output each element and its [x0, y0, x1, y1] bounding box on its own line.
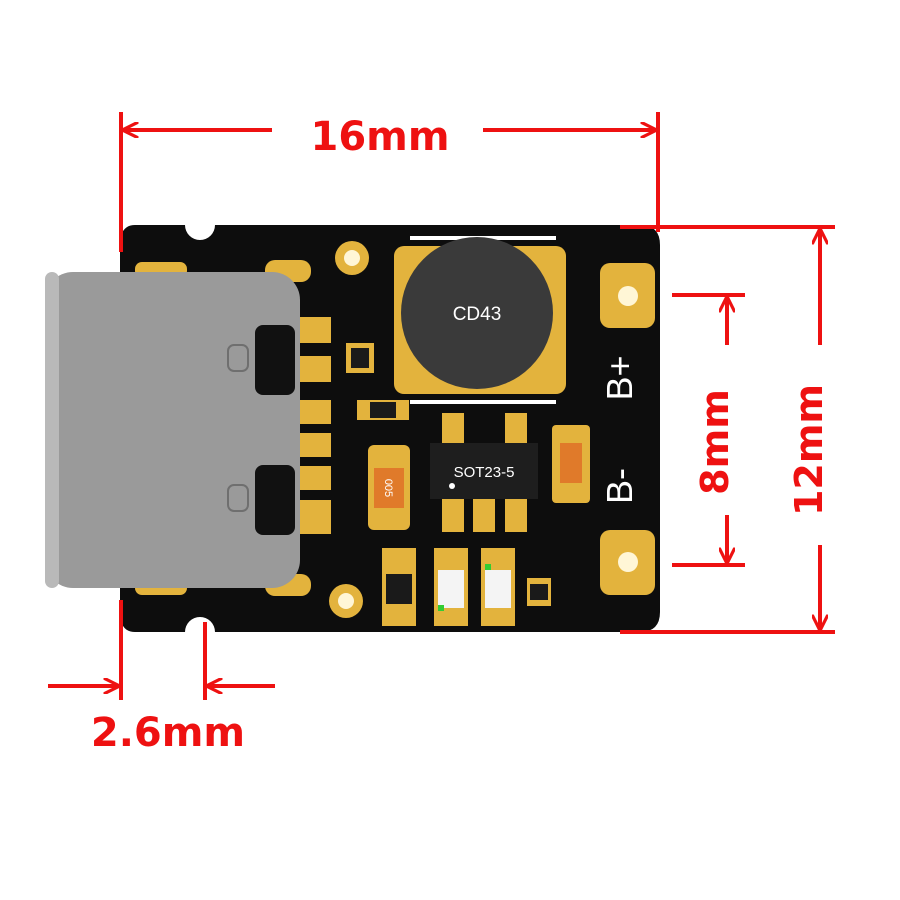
pad-positive-label: B+ [599, 355, 640, 400]
usb-c-connector [45, 272, 300, 588]
inductor-label: CD43 [453, 304, 502, 325]
vias [329, 241, 369, 618]
battery-pads: B+ B- [599, 263, 655, 595]
overhang-label: 2.6mm [91, 710, 245, 756]
ic-chip: SOT23-5 [430, 413, 538, 532]
overhang-dimension [48, 600, 275, 700]
small-capacitors [346, 343, 409, 420]
pad-pitch-dimension [672, 293, 745, 567]
height-label: 12mm [787, 384, 831, 516]
resistor-right [552, 425, 590, 503]
fuse: 005 [368, 445, 410, 530]
bottom-components [382, 548, 551, 626]
fuse-label: 005 [382, 479, 394, 497]
usb-pin-pads [297, 317, 331, 534]
pad-negative-label: B- [599, 468, 640, 504]
width-dimension [119, 112, 660, 252]
pad-pitch-label: 8mm [693, 389, 737, 495]
height-dimension [620, 225, 835, 634]
inductor: CD43 [394, 236, 566, 404]
width-label: 16mm [310, 114, 449, 160]
ic-label: SOT23-5 [454, 464, 515, 481]
